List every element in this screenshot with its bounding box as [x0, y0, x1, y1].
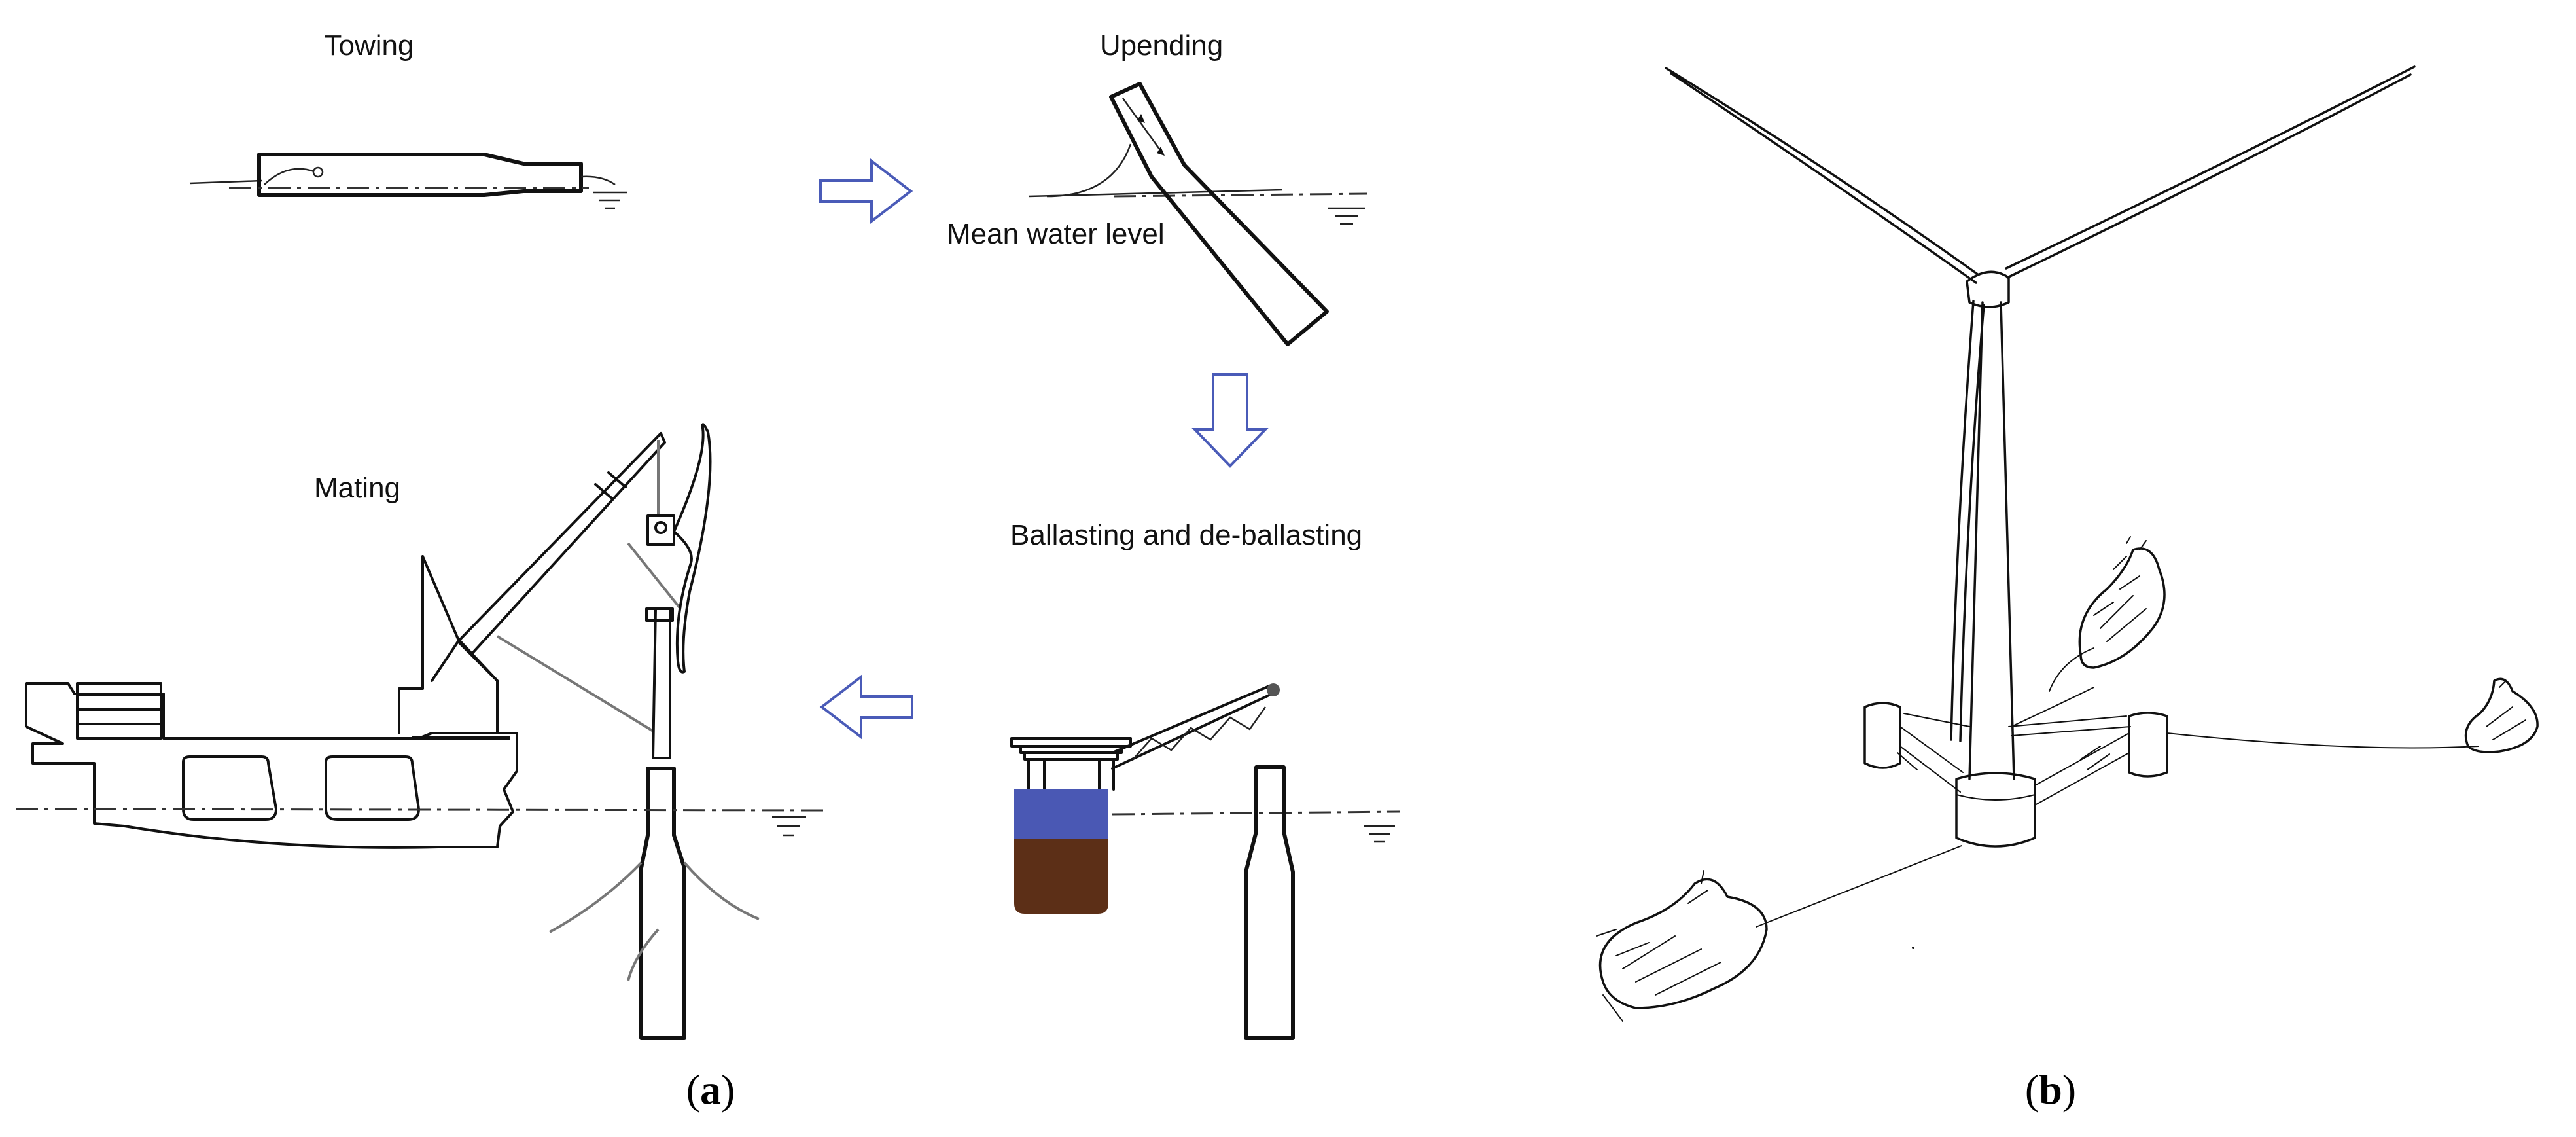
label-upending: Upending	[1100, 29, 1223, 62]
water-level-symbol	[593, 191, 627, 209]
arrow-left-icon	[819, 674, 913, 740]
tugboat-bottom	[1596, 870, 1768, 1022]
water-line-upending	[1113, 192, 1368, 198]
arrow-right-icon	[819, 158, 913, 225]
spar-hull-tilted	[1109, 82, 1329, 346]
spar-hull-vertical	[1244, 765, 1295, 1040]
spar-hull-horizontal	[257, 153, 583, 197]
mooring-line-upper	[2011, 687, 2094, 727]
panel-a: Towing Upending Mean water level Ballast…	[15, 29, 1401, 1113]
panel-b: (b)	[1596, 65, 2539, 1113]
label-towing: Towing	[325, 29, 414, 62]
label-mean-water-level: Mean water level	[947, 218, 1165, 250]
tugboat-top	[2078, 536, 2166, 669]
mooring-line-lower	[1756, 845, 1962, 928]
spar-hull-mating	[639, 767, 686, 1040]
turbine-blade-right	[2005, 65, 2416, 279]
mating-stage	[15, 423, 826, 1040]
label-mating: Mating	[314, 472, 400, 504]
turbine-blade-down	[1950, 300, 1985, 742]
turbine-hub	[1966, 270, 2010, 308]
turbine-tower	[1968, 301, 2015, 780]
upending-stage	[1028, 82, 1368, 346]
ballast-solid	[1014, 839, 1108, 914]
mooring-line-right	[2166, 732, 2479, 749]
caption-b: (b)	[2025, 1066, 2076, 1113]
crane-boom	[457, 432, 666, 656]
platform-column	[1955, 772, 2036, 848]
tugboat-right	[2464, 677, 2539, 753]
turbine-blade-left	[1665, 67, 1980, 284]
ballast-water	[1014, 789, 1108, 839]
label-ballasting: Ballasting and de-ballasting	[1010, 519, 1362, 551]
towing-stage	[189, 153, 627, 209]
ballasting-stage	[1010, 683, 1401, 1040]
arrow-down-icon	[1191, 373, 1269, 468]
caption-a: (a)	[686, 1066, 735, 1113]
crane-vessel-hull	[25, 682, 518, 849]
